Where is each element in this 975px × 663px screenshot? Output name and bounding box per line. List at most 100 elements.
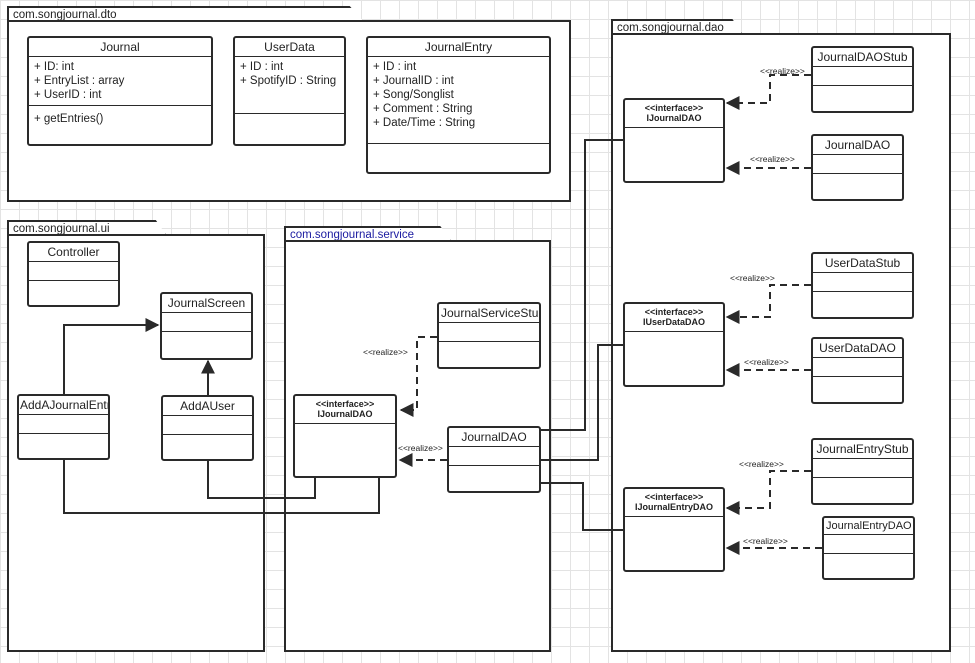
stereotype-label: <<interface>>: [644, 307, 704, 317]
realize-label: <<realize>>: [760, 66, 805, 76]
class-operations: [813, 86, 912, 111]
package-label-service: com.songjournal.service: [290, 229, 415, 241]
class-attributes: + ID: int + EntryList : array + UserID :…: [29, 57, 211, 106]
interface-ijournaldao-service[interactable]: <<interface>> IJournalDAO: [293, 394, 397, 478]
class-operations: [813, 478, 912, 503]
attribute: + SpotifyID : String: [240, 75, 337, 87]
class-addajournalentry[interactable]: AddAJournalEntry: [17, 394, 110, 460]
attribute: + EntryList : array: [34, 75, 125, 87]
class-name: JournalEntryStub: [813, 440, 912, 459]
class-name: UserDataStub: [813, 254, 912, 273]
class-journalentrystub[interactable]: JournalEntryStub: [811, 438, 914, 505]
class-name: Controller: [29, 243, 118, 262]
interface-iuserdatadao[interactable]: <<interface>> IUserDataDAO: [623, 302, 725, 387]
class-attributes: [813, 358, 902, 377]
class-journalservicestub[interactable]: JournalServiceStub: [437, 302, 541, 369]
class-attributes: [813, 459, 912, 478]
class-operations: [813, 377, 902, 402]
class-name: JournalDAOStub: [813, 48, 912, 67]
class-name: UserDataDAO: [813, 339, 902, 358]
attribute: + ID : int: [373, 61, 417, 73]
class-name: AddAUser: [163, 397, 252, 416]
interface-name: IUserDataDAO: [642, 317, 706, 327]
class-name: Journal: [29, 38, 211, 57]
class-name: JournalDAO: [813, 136, 902, 155]
class-attributes: [439, 323, 539, 342]
class-userdatastub[interactable]: UserDataStub: [811, 252, 914, 319]
interface-body: [625, 332, 723, 385]
attribute: + Date/Time : String: [373, 117, 476, 129]
class-operations: [163, 435, 252, 459]
class-operations: [29, 281, 118, 305]
stereotype-label: <<interface>>: [644, 103, 704, 113]
interface-ijournaldao-dao[interactable]: <<interface>> IJournalDAO: [623, 98, 725, 183]
interface-body: [625, 517, 723, 570]
package-tab-service: com.songjournal.service: [284, 226, 452, 242]
class-attributes: [163, 416, 252, 435]
class-attributes: [162, 313, 251, 332]
class-operations: [449, 466, 539, 491]
attribute: + ID: int: [34, 61, 74, 73]
class-controller[interactable]: Controller: [27, 241, 120, 307]
interface-header: <<interface>> IJournalDAO: [295, 396, 395, 424]
class-name: JournalScreen: [162, 294, 251, 313]
class-journalentrydao[interactable]: JournalEntryDAO: [822, 516, 915, 580]
class-name: JournalEntry: [368, 38, 549, 57]
realize-label: <<realize>>: [363, 347, 408, 357]
attribute: + UserID : int: [34, 89, 102, 101]
realize-label: <<realize>>: [730, 273, 775, 283]
stereotype-label: <<interface>>: [644, 492, 704, 502]
realize-label: <<realize>>: [743, 536, 788, 546]
realize-label: <<realize>>: [744, 357, 789, 367]
class-attributes: [29, 262, 118, 281]
class-journaldao-service[interactable]: JournalDAO: [447, 426, 541, 493]
class-operations: [19, 434, 108, 458]
interface-name: IJournalDAO: [646, 113, 702, 123]
stereotype-label: <<interface>>: [315, 399, 375, 409]
attribute: + Song/Songlist: [373, 89, 454, 101]
class-operations: [235, 114, 344, 144]
interface-header: <<interface>> IJournalDAO: [625, 100, 723, 128]
package-label-ui: com.songjournal.ui: [13, 223, 110, 235]
class-attributes: + ID : int + JournalID : int + Song/Song…: [368, 57, 549, 144]
interface-body: [625, 128, 723, 181]
realize-label: <<realize>>: [398, 443, 443, 453]
class-attributes: [19, 415, 108, 434]
interface-header: <<interface>> IUserDataDAO: [625, 304, 723, 332]
class-userdata[interactable]: UserData + ID : int + SpotifyID : String: [233, 36, 346, 146]
class-operations: [824, 554, 913, 578]
class-name: JournalDAO: [449, 428, 539, 447]
class-operations: + getEntries(): [29, 106, 211, 144]
class-addauser[interactable]: AddAUser: [161, 395, 254, 461]
class-attributes: + ID : int + SpotifyID : String: [235, 57, 344, 114]
class-name: JournalEntryDAO: [824, 518, 913, 535]
interface-name: IJournalEntryDAO: [634, 502, 713, 512]
class-operations: [162, 332, 251, 358]
class-journal[interactable]: Journal + ID: int + EntryList : array + …: [27, 36, 213, 146]
package-label-dto: com.songjournal.dto: [13, 9, 117, 21]
class-journaldao-dao[interactable]: JournalDAO: [811, 134, 904, 201]
interface-header: <<interface>> IJournalEntryDAO: [625, 489, 723, 517]
interface-name: IJournalDAO: [317, 409, 373, 419]
class-operations: [813, 292, 912, 317]
class-operations: [813, 174, 902, 199]
interface-body: [295, 424, 395, 476]
class-operations: [439, 342, 539, 367]
class-attributes: [449, 447, 539, 466]
class-name: AddAJournalEntry: [19, 396, 108, 415]
class-attributes: [813, 155, 902, 174]
package-tab-ui: com.songjournal.ui: [7, 220, 167, 236]
class-journalentry[interactable]: JournalEntry + ID : int + JournalID : in…: [366, 36, 551, 174]
class-name: JournalServiceStub: [439, 304, 539, 323]
realize-label: <<realize>>: [739, 459, 784, 469]
class-attributes: [813, 273, 912, 292]
attribute: + JournalID : int: [373, 75, 454, 87]
class-journaldaostub[interactable]: JournalDAOStub: [811, 46, 914, 113]
class-userdatadao[interactable]: UserDataDAO: [811, 337, 904, 404]
interface-ijournalentrydao[interactable]: <<interface>> IJournalEntryDAO: [623, 487, 725, 572]
class-journalscreen[interactable]: JournalScreen: [160, 292, 253, 360]
package-tab-dto: com.songjournal.dto: [7, 6, 364, 22]
package-label-dao: com.songjournal.dao: [617, 22, 724, 34]
realize-label: <<realize>>: [750, 154, 795, 164]
operation: + getEntries(): [34, 113, 104, 125]
